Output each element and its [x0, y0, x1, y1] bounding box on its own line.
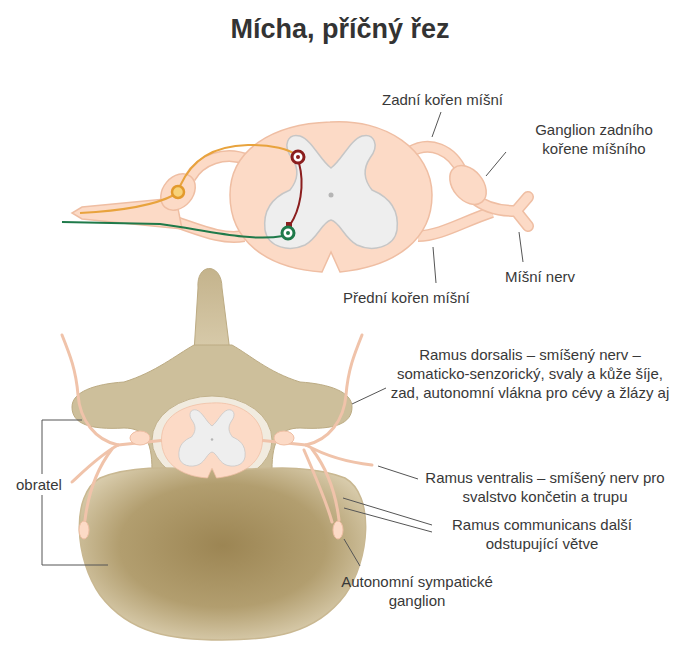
interneuron — [292, 151, 304, 163]
leader-line — [432, 112, 441, 137]
dorsal-root-ganglion — [130, 431, 150, 445]
interneuron-fiber — [290, 163, 302, 225]
sensory-fiber — [80, 195, 174, 213]
part-label: Zadní kořen míšní — [382, 90, 503, 109]
spinous-process — [194, 269, 230, 353]
leader-line — [433, 247, 436, 283]
left-ganglion — [154, 167, 203, 217]
neuron-pathway — [62, 145, 304, 239]
dorsal-root-ganglion — [274, 431, 294, 445]
leader-line — [519, 232, 523, 262]
dorsal-ramus — [62, 335, 118, 445]
leader-lines — [42, 112, 523, 566]
bottom-nerves — [62, 335, 372, 522]
vertebra — [72, 269, 366, 641]
sensory-fiber — [180, 145, 296, 186]
part-label: Autonomní sympatické ganglion — [332, 572, 502, 610]
dorsal-ramus — [306, 335, 362, 445]
sympathetic-ganglion — [79, 521, 89, 539]
dorsal-root-ganglion — [442, 159, 493, 212]
leader-line — [352, 388, 386, 404]
description-label: Ramus ventralis – smíšený nerv pro svals… — [425, 468, 665, 506]
description-label: Ramus dorsalis – smíšený nerv – somatick… — [390, 345, 670, 402]
ramus-communicans — [85, 449, 112, 520]
part-label: Míšní nerv — [505, 267, 575, 286]
leader-line — [344, 508, 432, 532]
diagram-title: Mícha, příčný řez — [0, 12, 680, 46]
branch — [304, 450, 332, 522]
part-label: Ganglion zadního kořene míšního — [519, 120, 669, 158]
spinal-cord-small — [162, 403, 263, 478]
leader-line — [378, 466, 418, 479]
ramus-communicans — [312, 449, 339, 520]
interneuron-core — [296, 155, 300, 159]
description-label: Ramus communicans další odstupující větv… — [437, 515, 647, 553]
motor-fiber — [62, 222, 283, 238]
leader-line — [344, 539, 360, 566]
motor-neuron-core — [286, 231, 290, 235]
motor-neuron — [282, 227, 294, 239]
sympathetic-ganglion — [333, 521, 343, 539]
part-label: Přední kořen míšní — [343, 288, 470, 307]
sensory-neuron — [172, 186, 184, 198]
leader-line — [486, 152, 506, 176]
bracket-label: obratel — [14, 474, 64, 495]
